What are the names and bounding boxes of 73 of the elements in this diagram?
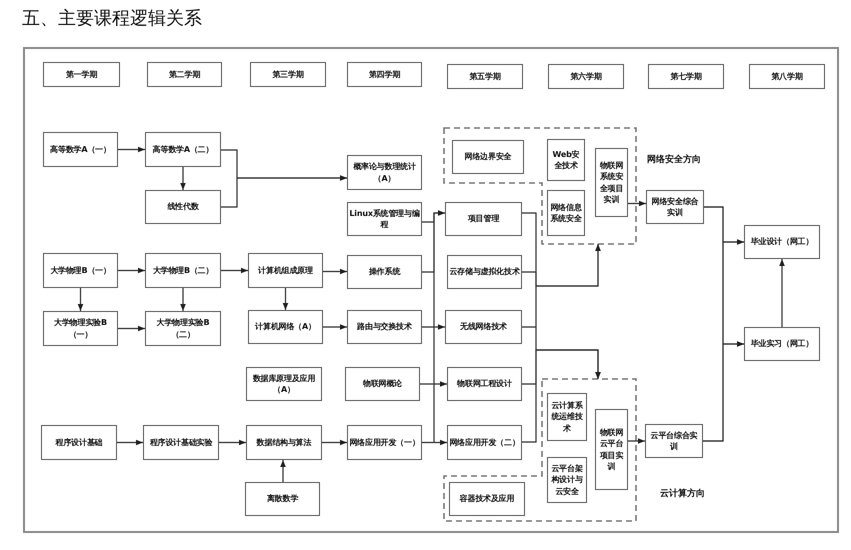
course-box: Linux系统管理与编程	[347, 202, 422, 236]
semester-box: 第六学期	[548, 64, 624, 89]
course-box: 项目管理	[445, 202, 522, 236]
course-box: 大学物理实验B（一）	[43, 311, 118, 346]
course-box: 数据库原理及应用（A）	[246, 367, 322, 401]
course-box: 大学物理B（二）	[145, 253, 221, 288]
course-box: 程序设计基础实验	[143, 425, 219, 460]
semester-box: 第七学期	[648, 64, 724, 89]
arrow	[422, 440, 447, 446]
course-box: 路由与交换技术	[347, 310, 422, 344]
course-box: 物联网云平台项目实训	[595, 409, 628, 490]
course-box: 容器技术及应用	[449, 482, 525, 516]
course-box: 高等数学A（二）	[145, 132, 221, 167]
semester-box: 第八学期	[749, 64, 825, 89]
arrow	[779, 259, 785, 327]
course-box: 大学物理实验B（二）	[145, 311, 221, 346]
direction-label: 网络安全方向	[647, 153, 701, 166]
course-box: Web安全技术	[547, 139, 585, 181]
course-box: 网络应用开发（一）	[347, 425, 422, 460]
arrow	[78, 288, 84, 311]
course-box: 数据结构与算法	[246, 425, 322, 460]
arrow	[323, 268, 347, 274]
course-box: 网络边界安全	[452, 140, 524, 174]
diagram-title: 五、主要课程逻辑关系	[22, 7, 202, 30]
course-box: 大学物理B（一）	[43, 253, 118, 288]
arrow	[282, 288, 288, 310]
course-box: 云计算系统运维技术	[547, 393, 587, 441]
course-box: 云平台架构设计与云安全	[547, 457, 587, 503]
arrow	[703, 341, 744, 442]
arrow	[219, 440, 246, 446]
course-box: 计算机组成原理	[248, 253, 323, 288]
course-box: 毕业设计（网工）	[744, 225, 820, 259]
arrow	[118, 268, 145, 274]
arrow	[117, 440, 143, 446]
semester-box: 第一学期	[43, 62, 120, 87]
arrow	[420, 381, 447, 387]
course-box: 毕业实习（网工）	[744, 327, 820, 361]
course-box: 云平台综合实训	[645, 424, 703, 458]
arrow	[323, 324, 347, 330]
arrow	[522, 244, 601, 287]
course-box: 网络应用开发（二）	[447, 425, 522, 460]
course-box: 离散数学	[245, 482, 320, 516]
arrow	[118, 326, 145, 332]
course-box: 物联网工程设计	[447, 367, 522, 401]
course-box: 线性代数	[145, 190, 221, 224]
course-box: 网络安全综合实训	[646, 190, 704, 224]
course-box: 计算机网络（A）	[248, 310, 323, 344]
direction-label: 云计算方向	[660, 487, 705, 500]
arrow	[322, 440, 347, 446]
semester-box: 第三学期	[250, 62, 326, 87]
arrow	[628, 438, 645, 444]
semester-box: 第五学期	[447, 64, 523, 89]
arrow	[180, 167, 186, 190]
semester-box: 第四学期	[347, 62, 422, 87]
course-box: 程序设计基础	[41, 425, 117, 460]
arrow	[118, 146, 145, 152]
arrow	[280, 460, 286, 482]
arrow	[422, 324, 445, 330]
course-box: 高等数学A（一）	[43, 132, 118, 167]
course-box: 操作系统	[347, 255, 422, 289]
arrow	[522, 349, 601, 443]
arrow	[628, 200, 646, 206]
course-box: 网络信息系统安全	[547, 190, 585, 236]
arrow	[221, 175, 347, 208]
course-box: 物联网系统安全项目实训	[595, 148, 628, 217]
arrow	[422, 210, 445, 273]
course-box: 云存储与虚拟化技术	[447, 255, 522, 289]
course-box: 概率论与数理统计（A）	[347, 155, 422, 190]
course-box: 物联网概论	[345, 367, 420, 401]
arrow	[221, 268, 248, 274]
arrow	[180, 288, 186, 311]
course-box: 无线网络技术	[445, 310, 522, 344]
semester-box: 第二学期	[147, 62, 222, 87]
